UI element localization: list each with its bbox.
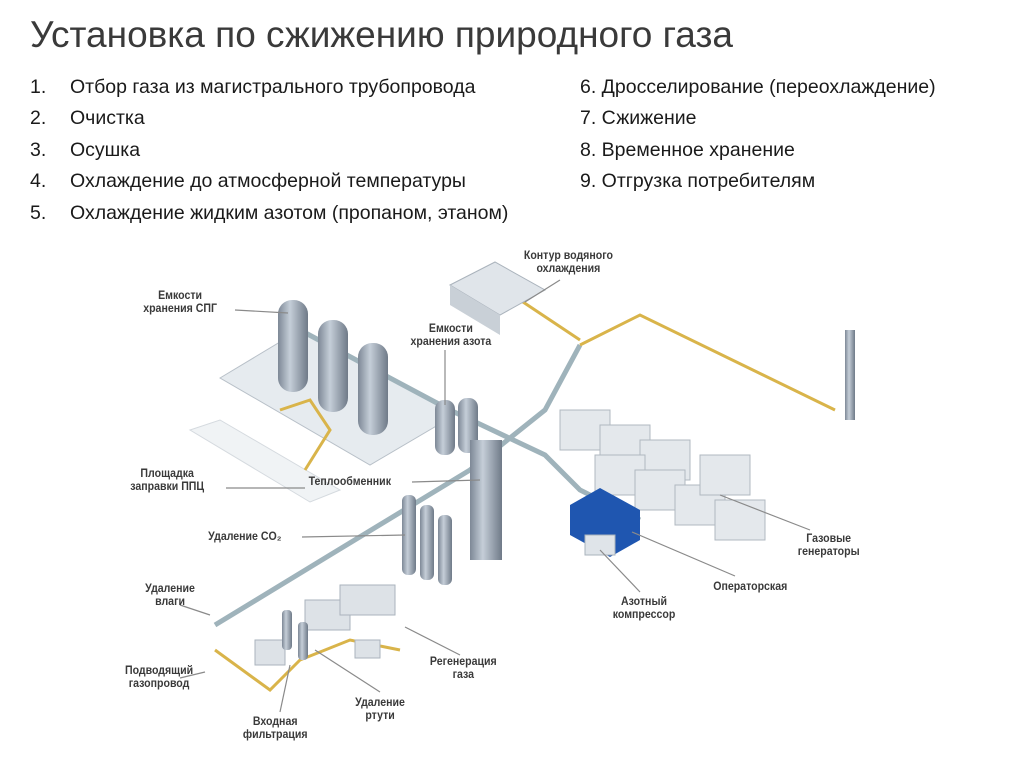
label-line: влаги [155, 596, 185, 608]
step-text: Очистка [70, 107, 145, 129]
step-item: 6. Дросселирование (переохлаждение) [580, 76, 936, 98]
lng-tank-icon [278, 300, 388, 435]
step-item: 3. Осушка [30, 139, 140, 162]
label-line: компрессор [612, 609, 676, 621]
label-line: Контур водяного [523, 250, 613, 262]
label-line: Газовые [806, 533, 852, 545]
heat-exchanger-icon [470, 440, 502, 560]
flare-stack-icon [845, 330, 855, 420]
label-line: охлаждения [536, 263, 601, 275]
step-text: Отбор газа из магистрального трубопровод… [70, 76, 476, 98]
step-number: 4. [30, 170, 47, 192]
label-line: Удаление [355, 697, 405, 709]
step-number: 3. [30, 139, 47, 161]
label-co2-removal: Удаление CO₂ [208, 531, 282, 543]
label-line: генераторы [797, 546, 860, 558]
step-text: Осушка [70, 139, 141, 161]
label-line: ртути [365, 710, 395, 722]
label-line: хранения СПГ [143, 303, 217, 315]
step-number: 2. [30, 107, 47, 129]
label-line: Удаление [145, 583, 195, 595]
step-item: 4. Охлаждение до атмосферной температуры [30, 170, 466, 193]
slide-title: Установка по сжижению природного газа [30, 14, 733, 55]
co2-column-icon [402, 495, 452, 585]
step-item: 9. Отгрузка потребителям [580, 170, 816, 192]
nitrogen-tank-icon [435, 400, 455, 455]
step-text: Охлаждение жидким азотом (пропаном, этан… [70, 202, 509, 224]
label-line: Азотный [621, 596, 668, 608]
step-number: 5. [30, 202, 47, 224]
label-line: заправки ППЦ [130, 481, 205, 493]
gas-generator-icon [559, 409, 766, 541]
regeneration-unit-icon [254, 584, 396, 666]
label-line: Емкости [158, 290, 203, 302]
loading-pad [188, 419, 342, 503]
nitrogen-compressor-icon [584, 534, 616, 556]
label-line: газа [452, 669, 475, 681]
step-item: 5. Охлаждение жидким азотом (пропаном, эт… [30, 202, 508, 225]
step-text: Охлаждение до атмосферной температуры [70, 170, 466, 192]
step-item: 7. Сжижение [580, 107, 697, 129]
leader-lines [179, 279, 811, 713]
label-line: Регенерация [429, 656, 497, 668]
mercury-removal-icon [282, 610, 292, 650]
label-line: Подводящий [124, 665, 194, 677]
label-line: газопровод [128, 678, 190, 690]
label-line: Площадка [140, 468, 194, 480]
step-item: 8. Временное хранение [580, 139, 795, 161]
label-line: Входная [252, 716, 298, 728]
label-line: хранения азота [410, 336, 492, 348]
label-line: Емкости [428, 323, 473, 335]
step-item: 2. Очистка [30, 107, 145, 130]
label-control-room: Операторская [713, 581, 788, 593]
step-number: 1. [30, 76, 47, 98]
label-line: фильтрация [242, 729, 308, 741]
step-item: 1. Отбор газа из магистрального трубопров… [30, 76, 475, 99]
label-heat-exchanger: Теплообменник [308, 476, 391, 488]
